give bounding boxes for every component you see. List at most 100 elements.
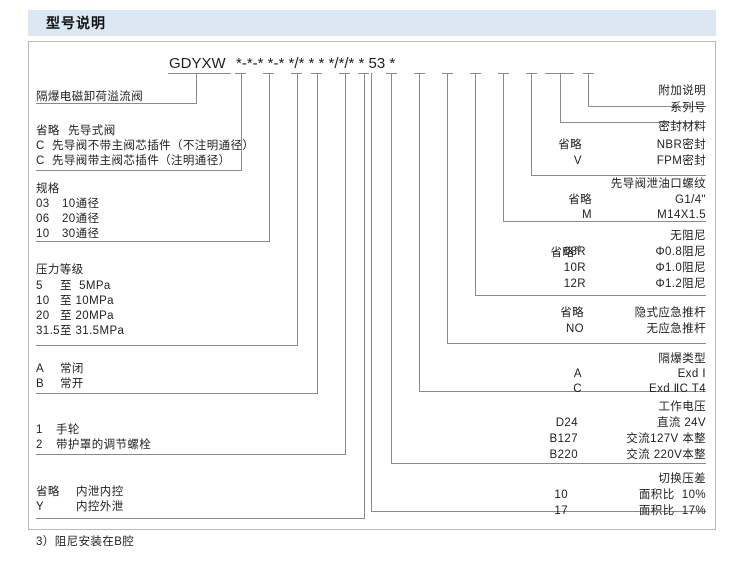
left-desc-pressure-1: 至 10MPa — [60, 295, 114, 307]
connector-horizontal — [475, 295, 706, 296]
right-desc-exp-0: Exd Ⅰ — [677, 368, 706, 380]
token-underline — [291, 73, 302, 74]
right-title-seal-material: 密封材料 — [658, 121, 706, 133]
connector-vertical — [317, 73, 318, 393]
right-desc-damping-3: Φ1.2阻尼 — [655, 278, 706, 290]
right-desc-switch-1: 面积比 17% — [638, 505, 706, 517]
left-desc-pressure-2: 至 20MPa — [60, 310, 114, 322]
left-desc-size-0: 10通径 — [62, 198, 100, 210]
right-code-damping-2: 10R — [563, 262, 586, 274]
left-code-state-0: A — [36, 363, 45, 375]
left-code-pilot-1: C — [36, 140, 45, 152]
left-code-adjust-0: 1 — [36, 424, 43, 436]
right-code-pushrod-1: NO — [565, 323, 584, 335]
left-label-product-name: 隔爆电磁卸荷溢流阀 — [36, 91, 144, 103]
token-underline — [339, 73, 350, 74]
prefix-underline — [168, 73, 231, 74]
right-desc-damping-0: 无阻尼 — [670, 230, 706, 242]
damping-code-superscript: 3） — [574, 246, 586, 253]
left-desc-pilot-1: 先导阀不带主阀芯插件（不注明通径） — [52, 140, 255, 152]
left-title-size: 规格 — [36, 183, 60, 195]
right-desc-voltage-0: 直流 24V — [656, 417, 706, 429]
model-code-pattern: *-*-* *-* */* * * */*/* * 53 * — [236, 55, 396, 72]
left-desc-adjust-1: 带护罩的调节螺栓 — [56, 439, 152, 451]
right-desc-pushrod-0: 隐式应急推杆 — [634, 307, 706, 319]
right-desc-pushrod-1: 无应急推杆 — [646, 323, 706, 335]
left-desc-drain-0: 内泄内控 — [76, 486, 124, 498]
right-desc-thread-0: G1/4" — [674, 194, 706, 206]
connector-horizontal — [391, 463, 706, 464]
right-desc-voltage-2: 交流 220V本整 — [626, 449, 706, 461]
left-desc-size-1: 20通径 — [62, 213, 100, 225]
right-desc-damping-2: Φ1.0阻尼 — [655, 262, 706, 274]
left-desc-adjust-0: 手轮 — [56, 424, 80, 436]
left-code-drain-1: Y — [36, 501, 45, 513]
connector-horizontal — [36, 103, 197, 104]
right-desc-seal-1: FPM密封 — [656, 155, 706, 167]
right-title-additional-note: 附加说明 — [658, 85, 706, 97]
connector-horizontal — [531, 175, 706, 176]
connector-vertical — [364, 73, 365, 518]
right-code-thread-0: 省略 — [568, 194, 592, 206]
connector-horizontal — [36, 393, 318, 394]
connector-vertical — [371, 73, 372, 511]
right-desc-exp-1: Exd ⅡC T4 — [649, 383, 706, 395]
connector-vertical — [531, 73, 532, 175]
connector-vertical — [503, 73, 504, 221]
right-code-switch-1: 17 — [554, 505, 568, 517]
model-code-prefix: GDYXW — [169, 55, 226, 72]
right-desc-switch-0: 面积比 10% — [638, 489, 706, 501]
connector-vertical — [475, 73, 476, 295]
token-underline — [263, 73, 274, 74]
left-code-pressure-2: 20 — [36, 310, 50, 322]
page-title: 型号说明 — [46, 15, 106, 31]
left-code-size-2: 10 — [36, 228, 50, 240]
right-desc-thread-1: M14X1.5 — [657, 209, 706, 221]
connector-vertical — [345, 73, 346, 454]
right-code-pushrod-0: 省略 — [560, 307, 584, 319]
right-code-seal-1: V — [573, 155, 582, 167]
right-code-voltage-2: B220 — [549, 449, 578, 461]
token-underline — [311, 73, 322, 74]
right-code-thread-1: M — [582, 209, 592, 221]
left-desc-pilot-0: 先导式阀 — [68, 125, 116, 137]
left-desc-pressure-0: 至 5MPa — [60, 280, 111, 292]
left-code-pilot-0: 省略 — [36, 125, 60, 137]
connector-horizontal — [36, 454, 346, 455]
left-desc-size-2: 30通径 — [62, 228, 100, 240]
right-code-exp-0: A — [573, 368, 582, 380]
connector-horizontal — [36, 518, 365, 519]
section-header-bar — [28, 10, 716, 36]
right-code-voltage-1: B127 — [549, 433, 578, 445]
left-code-pressure-1: 10 — [36, 295, 50, 307]
right-title-explosion-proof: 隔爆类型 — [658, 353, 706, 365]
connector-vertical — [269, 73, 270, 241]
left-code-drain-0: 省略 — [36, 486, 60, 498]
connector-horizontal — [36, 345, 298, 346]
connector-vertical — [196, 73, 197, 103]
right-code-switch-0: 10 — [554, 489, 568, 501]
connector-vertical — [419, 73, 420, 391]
connector-vertical — [447, 73, 448, 343]
left-code-size-0: 03 — [36, 198, 50, 210]
token-underline — [545, 73, 574, 74]
left-desc-pilot-2: 先导阀带主阀芯插件（注明通径） — [52, 155, 231, 167]
connector-horizontal — [36, 241, 270, 242]
left-code-pressure-3: 31.5 — [36, 325, 60, 337]
left-title-pressure: 压力等级 — [36, 264, 84, 276]
connector-horizontal — [419, 391, 706, 392]
right-title-series-number: 系列号 — [670, 102, 706, 114]
connector-vertical — [560, 73, 561, 122]
connector-horizontal — [560, 122, 706, 123]
token-underline — [235, 73, 246, 74]
right-desc-voltage-1: 交流127V 本整 — [626, 433, 706, 445]
damping-code-text: 省略 — [550, 246, 575, 259]
right-code-exp-1: C — [573, 383, 582, 395]
left-code-pilot-2: C — [36, 155, 45, 167]
right-code-damping-0: 省略3） — [506, 229, 586, 274]
right-desc-seal-0: NBR密封 — [656, 139, 706, 151]
left-code-adjust-1: 2 — [36, 439, 43, 451]
right-desc-damping-1: Φ0.8阻尼 — [655, 246, 706, 258]
footnote-text: 3）阻尼安装在B腔 — [36, 536, 135, 548]
left-desc-pressure-3: 至 31.5MPa — [60, 325, 125, 337]
